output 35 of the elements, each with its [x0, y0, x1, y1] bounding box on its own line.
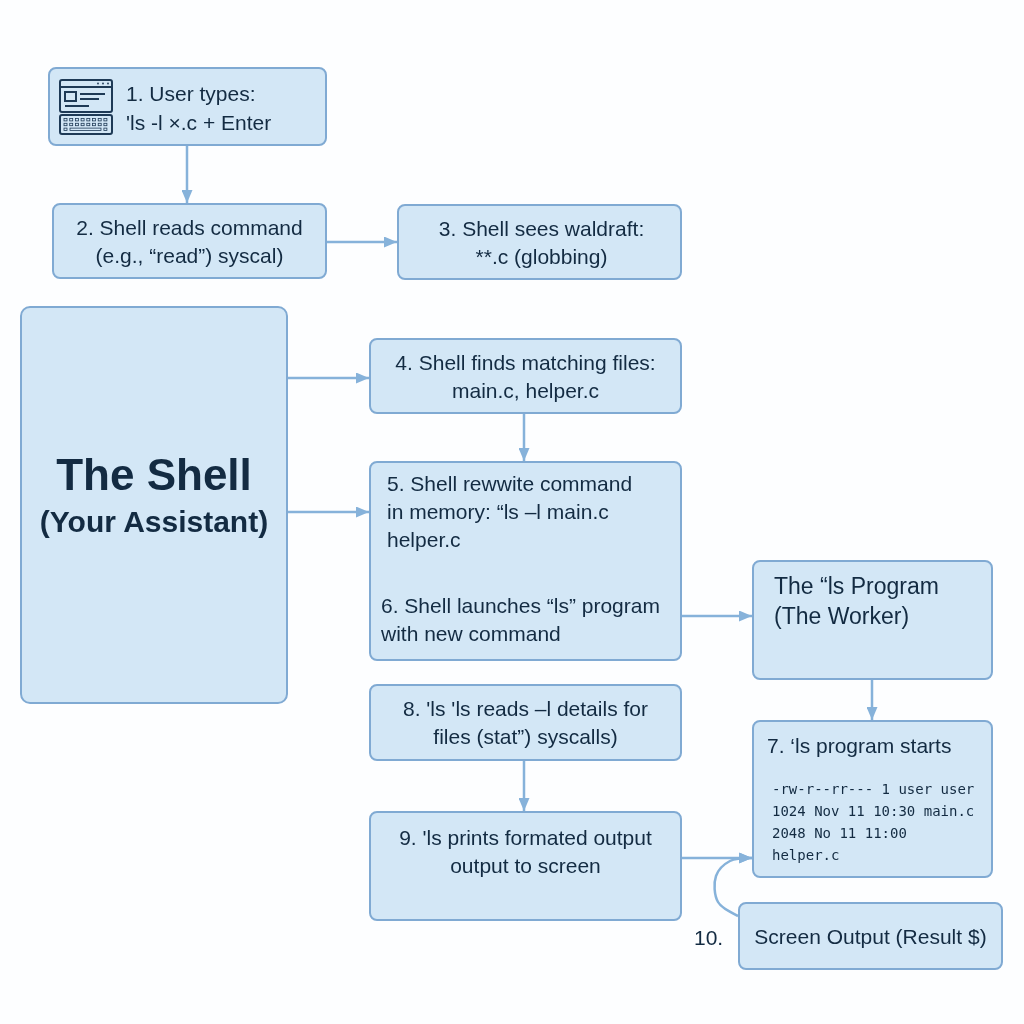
step-text: 1. User types: — [126, 81, 257, 107]
heading-text: The Shell — [55, 449, 253, 501]
process-box — [20, 306, 288, 704]
step-text: 2. Shell reads command (e.g., “read”) syscal) — [75, 215, 304, 269]
step-text: 3. Shell sees waldraft: **.c (globbing) — [437, 216, 646, 270]
process-box — [52, 203, 327, 279]
arrow — [518, 761, 530, 811]
arrow — [518, 414, 530, 461]
arrow — [327, 236, 397, 248]
step-text: 8. 'ls 'ls reads –l details for files (stat”) syscalls) — [402, 696, 649, 750]
step-text: 6. Shell launches “ls” program with new command — [381, 593, 661, 647]
heading-text: The “ls Program (The Worker) — [774, 572, 940, 631]
step-text: 7. ‘ls program starts — [767, 733, 953, 759]
arrow — [866, 680, 878, 720]
step-text: 'ls -l ×.c + Enter — [126, 110, 273, 136]
process-box — [369, 338, 682, 414]
process-box — [369, 684, 682, 761]
step-text: 9. 'ls prints formated output output to screen — [398, 825, 653, 879]
process-box — [752, 560, 993, 680]
process-box — [369, 811, 682, 921]
arrow — [288, 372, 369, 384]
subheading-text: (Your Assistant) — [38, 504, 270, 540]
process-box — [752, 720, 993, 878]
step-text: 5. Shell rewwite command in memory: “ls –l main.c helper.c — [387, 471, 634, 553]
listing-text: -rw-r--rr--- 1 user user 1024 Nov 11 10:30 main.c 2048 No 11 11:00 helper.c — [772, 780, 976, 865]
arrow — [181, 146, 193, 203]
step-text: Screen Output (Result $) — [753, 924, 988, 950]
process-box — [48, 67, 327, 146]
process-box — [397, 204, 682, 280]
process-box — [369, 461, 682, 661]
arrow — [288, 506, 369, 518]
arrow — [682, 610, 752, 622]
step-number: 10. — [694, 925, 724, 951]
curved-arrow — [713, 852, 752, 918]
step-text: 4. Shell finds matching files: main.c, helper.c — [394, 350, 657, 404]
